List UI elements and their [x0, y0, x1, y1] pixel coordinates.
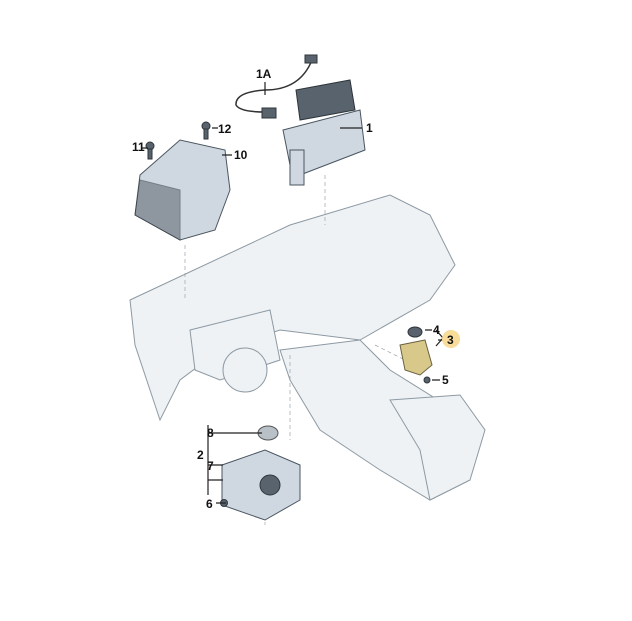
label-8: 8	[207, 426, 214, 440]
part-3-switch-module	[399, 326, 433, 384]
part-1-display-unit	[282, 79, 366, 186]
label-11: 11	[132, 140, 145, 154]
label-7: 7	[207, 459, 214, 473]
label-2: 2	[197, 448, 204, 462]
label-3: 3	[447, 333, 454, 347]
label-4: 4	[433, 323, 440, 337]
label-1: 1	[366, 121, 373, 135]
label-12: 12	[218, 122, 232, 136]
screw-11	[145, 141, 155, 160]
part-10-control-unit	[134, 139, 231, 241]
screw-12	[201, 121, 211, 140]
label-1A: 1A	[256, 67, 272, 81]
dashboard-illustration	[129, 175, 486, 525]
label-6: 6	[206, 497, 213, 511]
label-10: 10	[234, 148, 248, 162]
highlight-marker	[442, 330, 460, 348]
part-2-control-panel	[220, 425, 301, 521]
label-5: 5	[442, 373, 449, 387]
part-1A-cable	[235, 59, 313, 113]
